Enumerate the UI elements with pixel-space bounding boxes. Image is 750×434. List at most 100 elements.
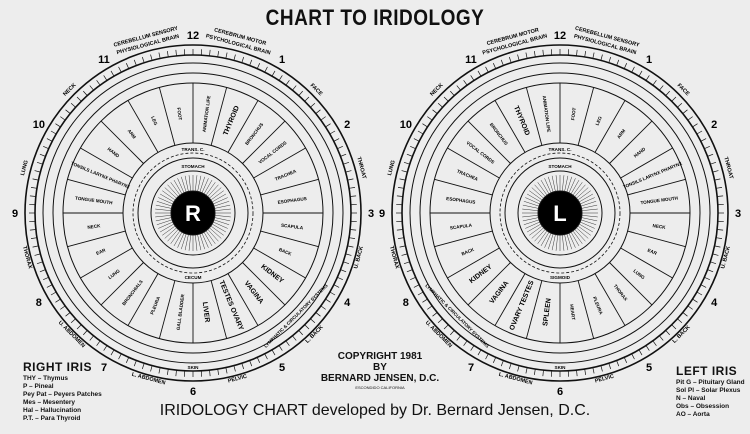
- scale-tick: [350, 229, 357, 231]
- stomach-zone-line: [570, 179, 580, 195]
- sector-divider: [260, 230, 319, 248]
- clock-number: 3: [368, 208, 374, 220]
- scale-tick: [714, 245, 721, 248]
- organ-label: ANIMATION LIFE: [542, 95, 552, 132]
- scale-tick: [463, 340, 468, 346]
- scale-tick: [692, 123, 698, 128]
- scale-tick: [347, 178, 354, 181]
- clock-number: 2: [711, 119, 717, 131]
- zone-label: NECK: [62, 82, 77, 97]
- scale-tick: [343, 261, 350, 265]
- stomach-zone-line: [162, 190, 176, 201]
- clock-number: 1: [279, 54, 285, 66]
- zone-label: U. BACK: [353, 246, 365, 270]
- stomach-zone-line: [523, 219, 540, 225]
- iris-ring: [391, 44, 729, 382]
- scale-tick: [417, 130, 424, 135]
- stomach-zone-line: [581, 208, 598, 211]
- legend-item: P – Pineal: [23, 383, 54, 390]
- scale-tick: [43, 276, 49, 281]
- sector-divider: [80, 247, 133, 279]
- pupil-letter: R: [185, 201, 201, 226]
- scale-tick: [665, 330, 670, 336]
- scale-tick: [410, 145, 416, 150]
- legend-item: N – Naval: [676, 395, 706, 402]
- scale-tick: [682, 312, 688, 317]
- scale-tick: [241, 363, 245, 370]
- scale-tick: [671, 96, 677, 102]
- sector-divider: [210, 87, 228, 146]
- scale-tick: [700, 138, 707, 142]
- clock-number: 7: [101, 362, 107, 374]
- stomach-zone-line: [155, 217, 172, 222]
- scale-tick: [652, 340, 657, 346]
- scale-tick: [241, 56, 245, 63]
- organ-label: SKIN: [555, 365, 567, 370]
- scale-tick: [677, 103, 683, 108]
- stomach-zone-line: [522, 204, 539, 209]
- scale-tick: [700, 284, 707, 288]
- scale-tick: [150, 365, 153, 372]
- scale-tick: [470, 75, 475, 81]
- organ-label: KIDNEY: [259, 263, 285, 285]
- organ-label: TONSILS LARYNX PHARYNX: [70, 161, 131, 190]
- legend-item: P.T. – Para Thyroid: [23, 415, 81, 422]
- scale-tick: [704, 276, 710, 281]
- scale-tick: [55, 123, 61, 128]
- right-iris-legend-title: RIGHT IRIS: [23, 360, 93, 374]
- scale-tick: [422, 123, 428, 128]
- sector-divider: [227, 273, 259, 326]
- zone-label: LUNG: [387, 160, 397, 177]
- organ-label: OVARY TESTES: [509, 279, 536, 331]
- sector-divider: [467, 120, 511, 164]
- scale-tick: [225, 367, 228, 374]
- sector-divider: [253, 247, 306, 279]
- legend-item: AO – Aorta: [676, 411, 710, 418]
- stomach-zone-line: [566, 176, 572, 193]
- scale-tick: [687, 305, 693, 310]
- stomach-zone-line: [188, 234, 191, 251]
- scale-tick: [278, 345, 283, 351]
- stomach-zone-line: [579, 221, 595, 229]
- sector-divider: [253, 147, 306, 179]
- scale-tick: [60, 116, 66, 121]
- stomach-zone-line: [181, 233, 187, 250]
- scale-tick: [141, 56, 145, 63]
- scale-tick: [233, 365, 236, 372]
- stomach-zone-line: [525, 197, 541, 205]
- scale-tick: [437, 103, 443, 108]
- scale-tick: [608, 363, 612, 370]
- sector-divider: [494, 100, 526, 153]
- scale-tick: [304, 96, 310, 102]
- stomach-zone-line: [199, 176, 205, 193]
- scale-tick: [89, 85, 94, 91]
- left-iris-legend-title: LEFT IRIS: [676, 364, 738, 378]
- organ-label: THYROID: [222, 105, 241, 137]
- legend-item: Mes – Mesentery: [23, 399, 76, 406]
- stomach-zone-line: [574, 229, 586, 242]
- sector-divider: [100, 262, 144, 306]
- clock-number: 4: [344, 297, 351, 309]
- scale-tick: [36, 261, 43, 265]
- stomach-zone-line: [170, 230, 181, 244]
- scale-tick: [508, 56, 512, 63]
- scale-tick: [34, 170, 41, 173]
- copyright-block: COPYRIGHT 1981 BY BERNARD JENSEN, D.C. E…: [300, 351, 460, 391]
- scale-tick: [329, 291, 336, 296]
- stomach-zone-line: [207, 229, 219, 242]
- legend-item: Obs – Obsession: [676, 403, 730, 410]
- scale-tick: [110, 70, 115, 77]
- scale-tick: [631, 66, 635, 73]
- iris-ring: [52, 72, 334, 354]
- scale-tick: [715, 237, 723, 240]
- scale-tick: [43, 145, 49, 150]
- stomach-zone-line: [534, 184, 546, 197]
- stomach-zone-line: [555, 234, 558, 251]
- copyright-line: BY: [373, 362, 387, 373]
- zone-label: L. ABDOMEN: [498, 372, 533, 387]
- scale-tick: [103, 75, 108, 81]
- organ-label: TRACHEA: [456, 169, 479, 182]
- scale-tick: [264, 66, 268, 73]
- scale-tick: [29, 229, 36, 231]
- sector-divider: [434, 230, 493, 248]
